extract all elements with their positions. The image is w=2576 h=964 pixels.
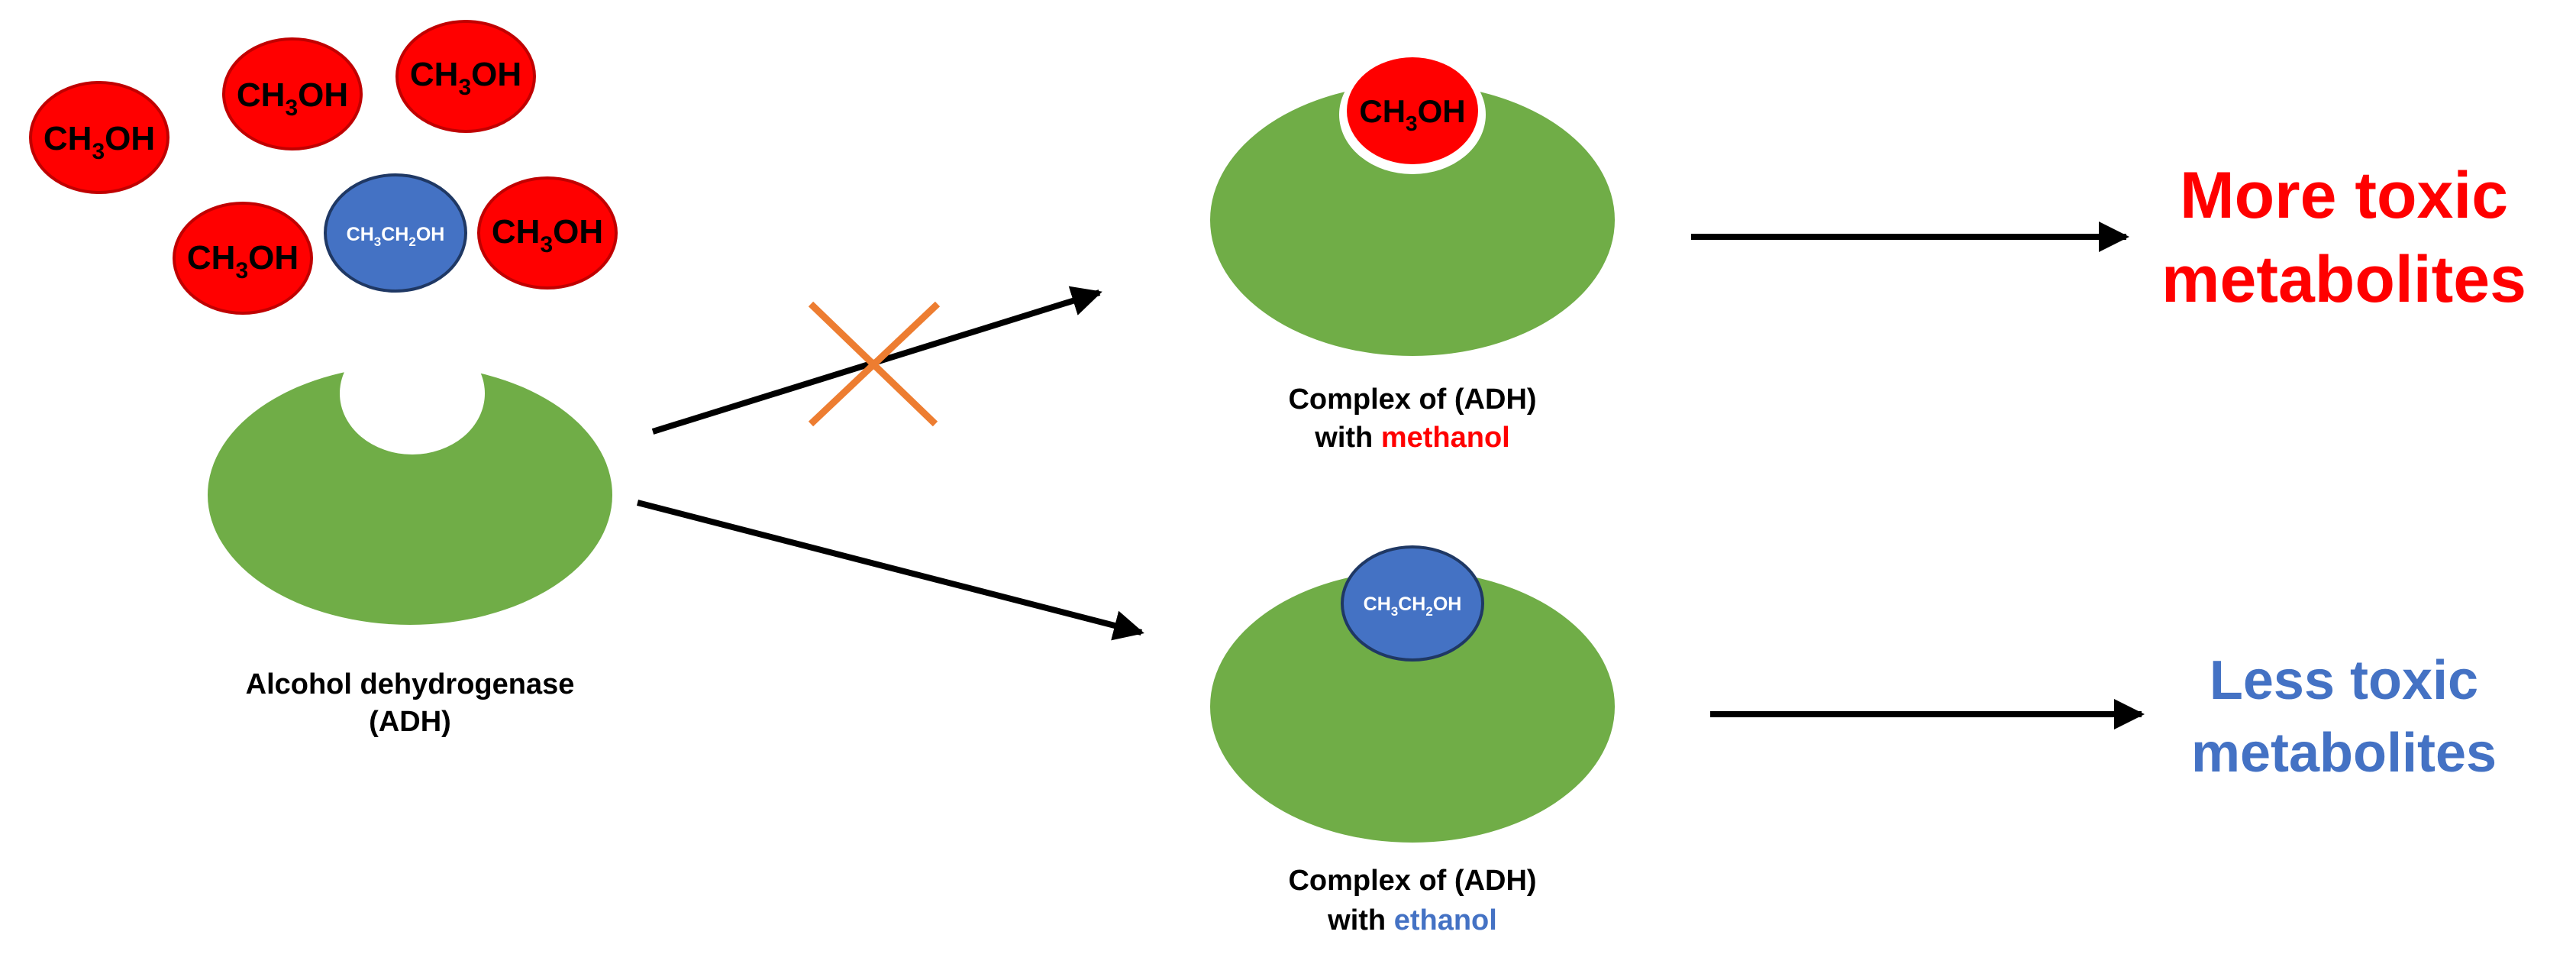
adh-ethanol-complex: CH3CH2OH (1210, 545, 1615, 843)
ethanol-molecule: CH3CH2OH (324, 173, 467, 293)
blocked-cross-icon (808, 301, 941, 427)
svg-text:CH3OH: CH3OH (44, 120, 155, 164)
adh-methanol-complex: CH3OH (1210, 55, 1615, 356)
methanol-molecule: CH3OH (29, 81, 169, 194)
adh-enzyme (208, 332, 612, 625)
more-toxic-label-line2: metabolites (2161, 243, 2526, 316)
svg-text:CH3OH: CH3OH (410, 56, 521, 100)
svg-text:CH3OH: CH3OH (187, 239, 299, 283)
complex-ethanol-label: Complex of (ADH) (1288, 865, 1536, 897)
methanol-molecule: CH3OH (395, 20, 536, 133)
adh-active-site (340, 332, 485, 455)
less-toxic-label-line2: metabolites (2191, 723, 2497, 784)
less-toxic-label: Less toxic (2210, 650, 2478, 711)
svg-text:CH3OH: CH3OH (237, 76, 348, 121)
svg-text:CH3CH2OH: CH3CH2OH (1364, 594, 1462, 619)
methanol-molecule: CH3OH (222, 37, 363, 150)
svg-text:CH3OH: CH3OH (492, 213, 603, 257)
complex-methanol-label: Complex of (ADH) (1288, 383, 1536, 416)
svg-text:CH3CH2OH: CH3CH2OH (347, 224, 445, 249)
adh-label-abbrev: (ADH) (369, 706, 451, 738)
more-toxic-label: More toxic (2180, 159, 2508, 232)
adh-label: Alcohol dehydrogenase (246, 668, 575, 700)
arrow-to-ethanol-complex (637, 500, 1144, 641)
svg-text:CH3OH: CH3OH (1359, 93, 1465, 135)
complex-ethanol-label-with: with ethanol (1327, 904, 1497, 937)
methanol-molecule: CH3OH (477, 176, 618, 290)
complex-methanol-label-with: with methanol (1314, 422, 1509, 454)
methanol-molecule: CH3OH (173, 202, 313, 315)
